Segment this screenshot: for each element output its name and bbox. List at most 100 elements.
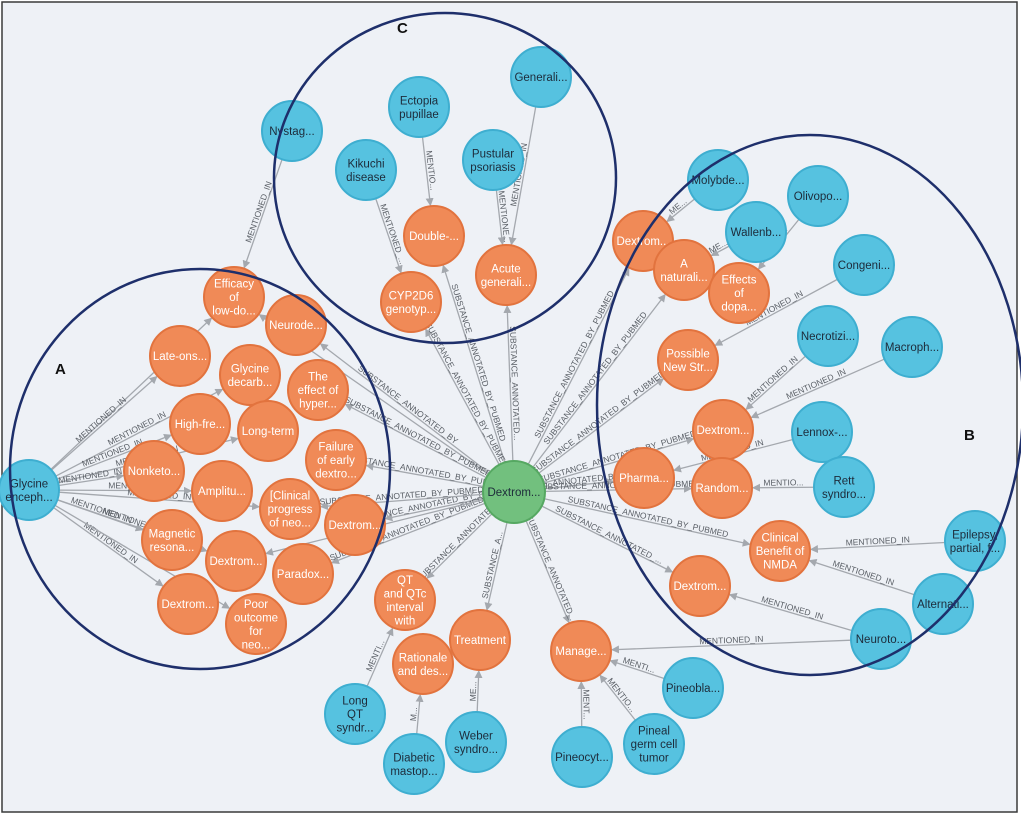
node-circle[interactable]	[169, 393, 231, 455]
edge-line[interactable]	[750, 358, 885, 419]
node-poor[interactable]: Pooroutcomeforneo...	[225, 593, 287, 655]
node-longterm[interactable]: Long-term	[237, 400, 299, 462]
edge-line[interactable]	[242, 159, 283, 269]
node-circle[interactable]	[653, 239, 715, 301]
node-circle[interactable]	[388, 76, 450, 138]
node-circle[interactable]	[380, 271, 442, 333]
node-circle[interactable]	[475, 244, 537, 306]
node-dextA2[interactable]: Dextrom...	[205, 530, 267, 592]
node-circle[interactable]	[613, 447, 675, 509]
node-pineocyt[interactable]: Pineocyt...	[551, 726, 613, 788]
node-treatment[interactable]: Treatment	[449, 609, 511, 671]
node-circle[interactable]	[149, 325, 211, 387]
node-dextA3[interactable]: Dextrom...	[157, 573, 219, 635]
node-circle[interactable]	[445, 711, 507, 773]
node-weber[interactable]: Webersyndro...	[445, 711, 507, 773]
node-circle[interactable]	[141, 509, 203, 571]
node-circle[interactable]	[287, 359, 349, 421]
edge-line[interactable]	[714, 278, 838, 346]
node-circle[interactable]	[324, 494, 386, 556]
node-circle[interactable]	[669, 555, 731, 617]
node-pharma[interactable]: Pharma...	[613, 447, 675, 509]
edge-line[interactable]	[745, 355, 807, 410]
node-circle[interactable]	[944, 510, 1006, 572]
node-rett[interactable]: Rettsyndro...	[813, 456, 875, 518]
node-circle[interactable]	[272, 543, 334, 605]
node-circle[interactable]	[324, 683, 386, 745]
edge-line[interactable]	[544, 498, 751, 547]
edge-line[interactable]	[599, 674, 636, 721]
node-circle[interactable]	[403, 205, 465, 267]
edge-line[interactable]	[441, 264, 506, 463]
node-center[interactable]: Dextrom...	[482, 460, 546, 524]
node-longqt[interactable]: LongQTsyndr...	[324, 683, 386, 745]
node-neurode[interactable]: Neurode...	[265, 294, 327, 356]
edge-line[interactable]	[609, 659, 665, 680]
edge-line[interactable]	[541, 505, 674, 573]
edge-line[interactable]	[319, 343, 490, 474]
node-circle[interactable]	[813, 456, 875, 518]
node-circle[interactable]	[833, 234, 895, 296]
edge[interactable]: MENTIONED_IN	[809, 534, 946, 554]
node-effdopa[interactable]: Effectsofdopa...	[708, 262, 770, 324]
edge-line[interactable]	[425, 328, 500, 466]
edge-line[interactable]	[809, 541, 946, 554]
node-circle[interactable]	[691, 457, 753, 519]
node-nonketo[interactable]: Nonketo...	[123, 440, 185, 502]
node-circle[interactable]	[305, 429, 367, 491]
node-circle[interactable]	[157, 573, 219, 635]
node-nystag[interactable]: Nystag...	[261, 100, 323, 162]
edge-line[interactable]	[53, 506, 164, 587]
node-circle[interactable]	[623, 713, 685, 775]
node-efficacy[interactable]: Efficacyoflow-do...	[203, 266, 265, 328]
edge-line[interactable]	[710, 245, 730, 257]
node-circle[interactable]	[662, 657, 724, 719]
node-circle[interactable]	[383, 733, 445, 795]
node-circle[interactable]	[708, 262, 770, 324]
node-circle[interactable]	[392, 633, 454, 695]
node-diabetic[interactable]: Diabeticmastop...	[383, 733, 445, 795]
node-circle[interactable]	[205, 530, 267, 592]
edge[interactable]: MENTIO...	[751, 477, 815, 492]
edge-line[interactable]	[508, 106, 537, 246]
node-macroph[interactable]: Macroph...	[881, 316, 943, 378]
edge-line[interactable]	[525, 520, 570, 624]
node-molybde[interactable]: Molybde...	[687, 149, 749, 211]
edge[interactable]: MENTIONE...	[495, 189, 512, 246]
node-natural[interactable]: Anaturali...	[653, 239, 715, 301]
node-circle[interactable]	[462, 129, 524, 191]
node-circle[interactable]	[374, 569, 436, 631]
node-circle[interactable]	[551, 726, 613, 788]
node-circle[interactable]	[237, 400, 299, 462]
edge-line[interactable]	[474, 669, 483, 713]
node-circle[interactable]	[881, 316, 943, 378]
edge-line[interactable]	[421, 136, 434, 207]
edge-line[interactable]	[384, 497, 484, 522]
node-dextB2[interactable]: Dextrom...	[692, 399, 754, 461]
edge[interactable]: MENTIONED_IN	[610, 634, 852, 654]
node-congeni[interactable]: Congeni...	[833, 234, 895, 296]
edge-line[interactable]	[495, 189, 506, 246]
node-circle[interactable]	[191, 460, 253, 522]
node-circle[interactable]	[203, 266, 265, 328]
node-circle[interactable]	[219, 344, 281, 406]
node-necrotizi[interactable]: Necrotizi...	[797, 305, 859, 367]
edge-line[interactable]	[415, 693, 424, 735]
node-pineobla[interactable]: Pineobla...	[662, 657, 724, 719]
edge-line[interactable]	[365, 462, 484, 488]
node-circle[interactable]	[797, 305, 859, 367]
node-glycine[interactable]: Glycineenceph...	[0, 459, 60, 521]
edge[interactable]: M...	[408, 693, 424, 735]
node-cyp2d6[interactable]: CYP2D6genotyp...	[380, 271, 442, 333]
edge-line[interactable]	[366, 627, 394, 687]
node-double[interactable]: Double-...	[403, 205, 465, 267]
